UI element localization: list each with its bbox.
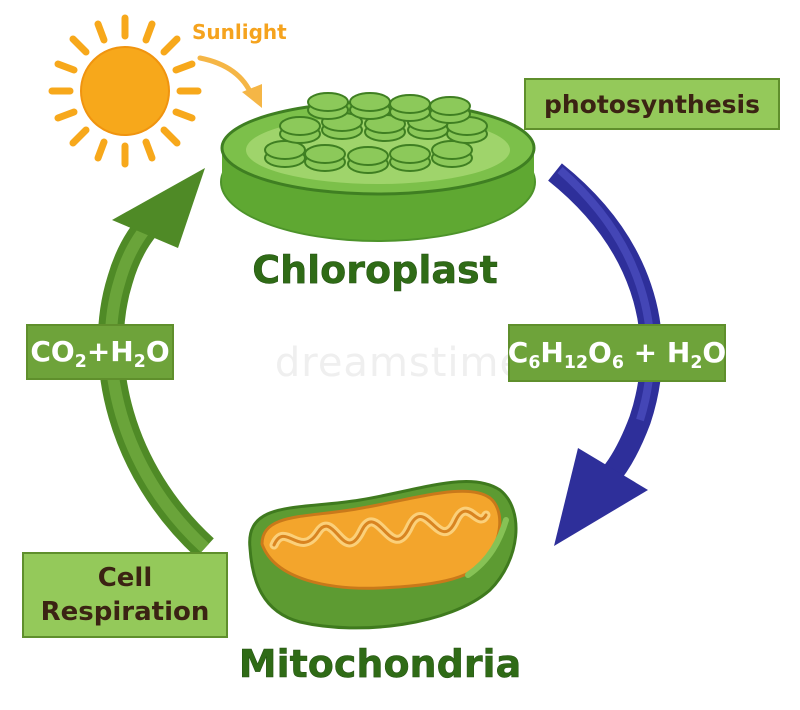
mitochondria-illustration: [248, 479, 518, 630]
sunlight-label: Sunlight: [192, 20, 287, 44]
reactants-formula-part: CO: [30, 335, 75, 368]
photosynthesis-text: photosynthesis: [543, 89, 760, 119]
respiration-to-chloroplast-arrow: [97, 168, 214, 558]
products-formula-part: 6: [611, 353, 624, 374]
products-formula-box: C6H12O6 + H2O: [508, 324, 726, 382]
sun-icon: [48, 14, 202, 168]
products-formula-part: O: [702, 336, 727, 369]
cell-respiration-label: Cell Respiration: [22, 552, 228, 638]
products-formula-part: 12: [563, 353, 589, 374]
cell-respiration-line1: Cell: [97, 563, 153, 593]
photosynthesis-label: photosynthesis: [524, 78, 780, 130]
reactants-formula-part: +H: [86, 335, 134, 368]
chloroplast-label: Chloroplast: [252, 248, 498, 293]
products-formula-part: C: [507, 336, 529, 369]
reactants-formula-part: O: [145, 335, 170, 368]
reactants-formula-part: 2: [133, 352, 146, 373]
reactants-formula: CO2+H2O: [30, 335, 170, 371]
chloroplast-illustration: [220, 92, 536, 242]
products-formula: C6H12O6 + H2O: [507, 336, 727, 372]
mitochondria-label: Mitochondria: [238, 642, 522, 687]
products-formula-part: + H: [623, 336, 691, 369]
products-formula-part: O: [588, 336, 612, 369]
products-formula-part: 6: [528, 353, 541, 374]
reactants-formula-box: CO2+H2O: [26, 324, 174, 380]
reactants-formula-part: 2: [74, 352, 87, 373]
cell-respiration-line2: Respiration: [40, 597, 210, 627]
sunlight-arrow: [197, 55, 262, 108]
products-formula-part: H: [540, 336, 564, 369]
watermark: dreamstime: [274, 340, 526, 386]
products-formula-part: 2: [690, 353, 703, 374]
